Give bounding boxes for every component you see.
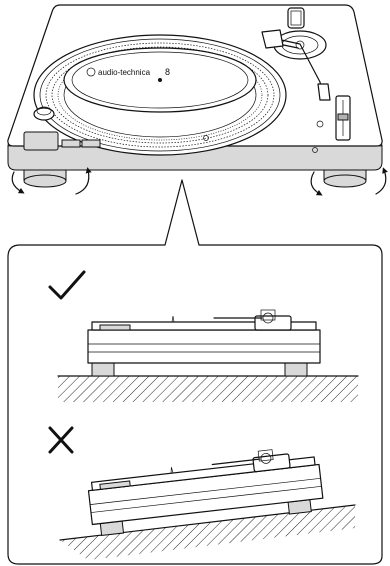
speed-buttons[interactable] bbox=[61, 139, 101, 148]
check-mark-icon bbox=[48, 270, 86, 300]
brand-logo: audio-technica 8 bbox=[86, 67, 170, 77]
turntable-top-view: audio-technica 8 bbox=[7, 4, 388, 196]
correct-panel bbox=[48, 270, 359, 402]
level-turntable bbox=[87, 309, 321, 377]
incorrect-panel bbox=[48, 426, 356, 560]
cross-mark-icon bbox=[48, 426, 74, 454]
level-ground bbox=[57, 375, 359, 402]
platter bbox=[33, 34, 287, 156]
svg-text:audio-technica: audio-technica bbox=[98, 68, 151, 77]
adapter-holder bbox=[33, 106, 55, 121]
start-stop-button[interactable] bbox=[23, 131, 59, 151]
tilted-turntable bbox=[87, 449, 324, 537]
tonearm[interactable] bbox=[261, 7, 331, 101]
svg-text:8: 8 bbox=[165, 67, 170, 77]
pitch-slider[interactable] bbox=[316, 95, 351, 141]
left-foot[interactable] bbox=[11, 167, 92, 195]
right-foot[interactable] bbox=[310, 167, 388, 196]
